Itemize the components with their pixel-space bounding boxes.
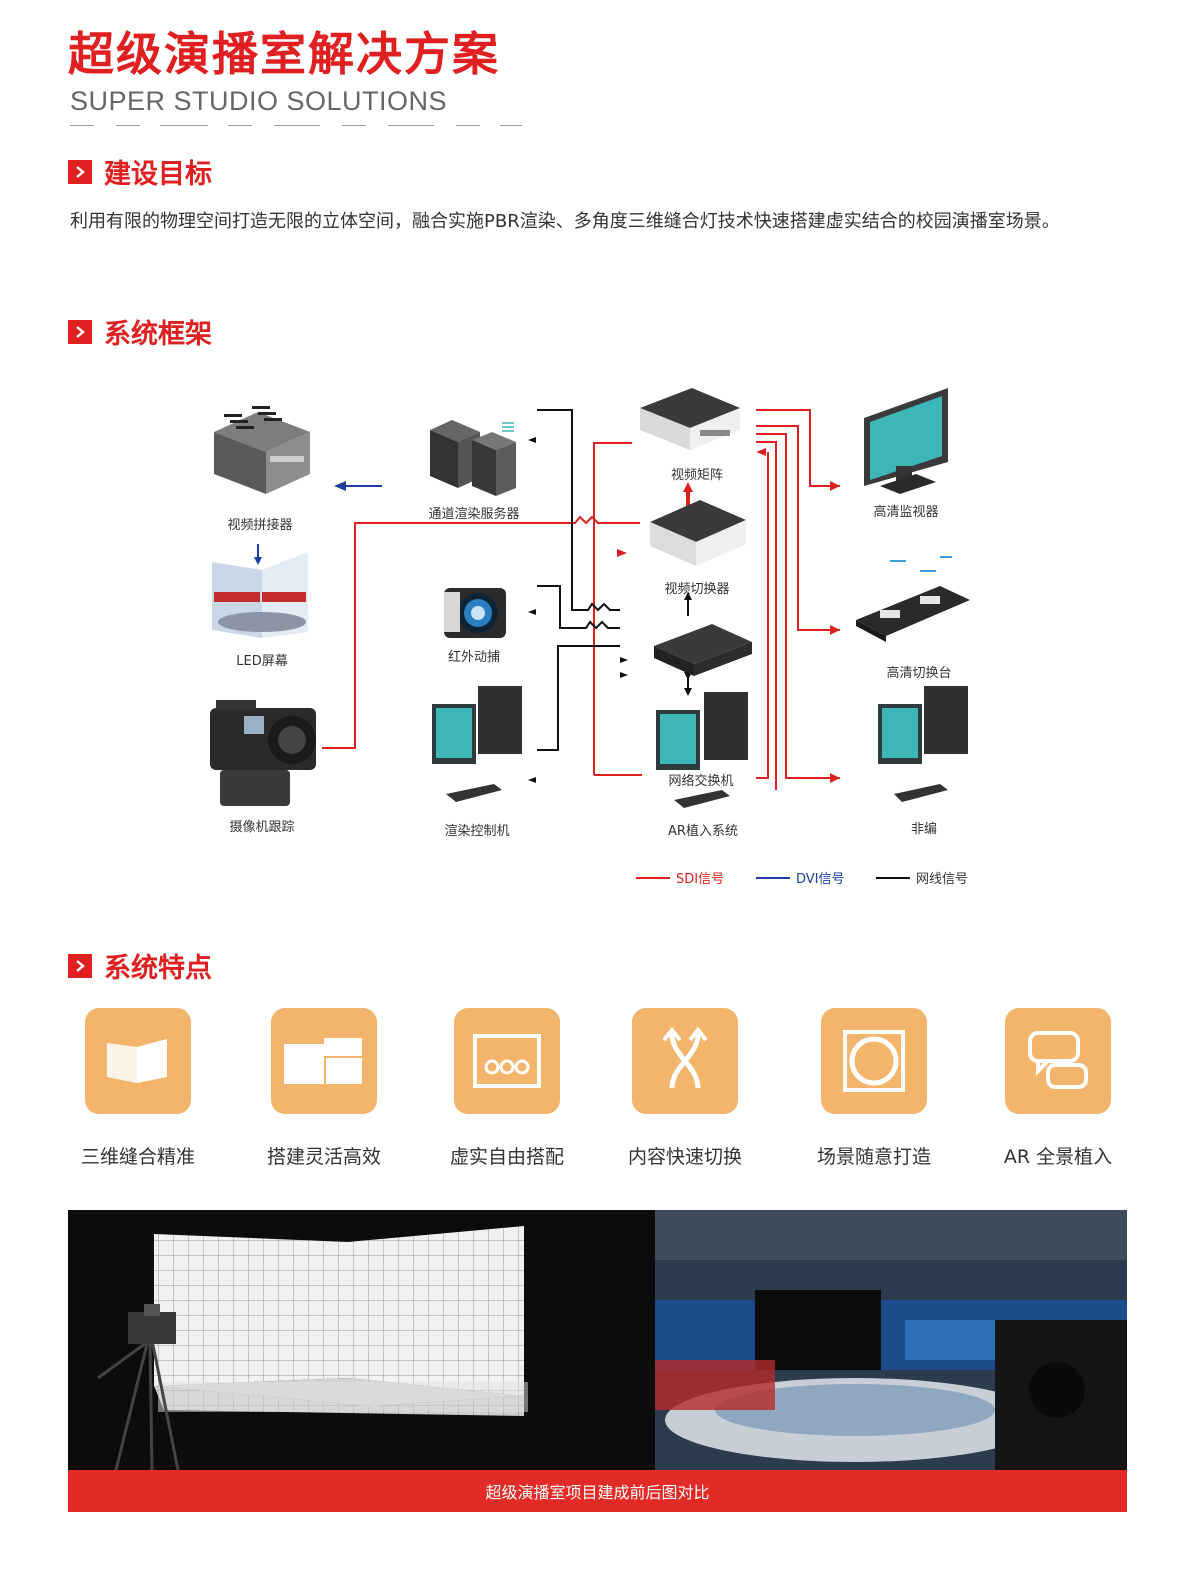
feature-item — [454, 1008, 560, 1114]
feature-item — [271, 1008, 377, 1114]
node-infrared-capture: 红外动捕 — [447, 650, 501, 665]
photo-caption: 超级演播室项目建成前后图对比 — [68, 1470, 1127, 1512]
camera-device — [210, 700, 316, 806]
sdi-arrows — [617, 448, 840, 783]
network-lines — [537, 409, 689, 751]
dvi-line — [254, 481, 382, 565]
system-framework-diagram: 视频拼接器 LED屏幕 摄像机跟踪 通道渲染服务器 红外动捕 渲染控制机 视频矩… — [0, 370, 1200, 900]
chevron-right-icon — [68, 953, 92, 978]
render-server-device — [430, 420, 516, 496]
ar-system-device — [656, 692, 748, 808]
video-stitcher-device — [214, 406, 310, 494]
page-subtitle: SUPER STUDIO SOLUTIONS — [70, 86, 448, 116]
section-goal-heading: 建设目标 — [68, 152, 212, 191]
chevron-right-icon — [68, 319, 92, 344]
network-switch-device — [654, 624, 752, 676]
sdi-lines — [322, 409, 840, 790]
node-led-screen: LED屏幕 — [236, 654, 288, 669]
chat-bubbles-icon — [1005, 1008, 1111, 1114]
nle-device — [878, 686, 968, 802]
audience-screen-icon — [454, 1008, 560, 1114]
after-photo-virtual-studio — [655, 1210, 1127, 1470]
diagram-graphics — [210, 388, 970, 808]
before-photo-green-screen-grid — [68, 1210, 655, 1470]
render-control-device — [432, 686, 522, 802]
hd-monitor-device — [864, 388, 948, 494]
infrared-capture-device — [444, 588, 506, 638]
feature-item — [1005, 1008, 1111, 1114]
node-camera-tracking: 摄像机跟踪 — [229, 820, 295, 835]
page-title: 超级演播室解决方案 — [68, 27, 500, 81]
node-network-switch: 网络交换机 — [668, 774, 734, 789]
node-hd-switch-console: 高清切换台 — [886, 666, 952, 681]
feature-label: AR 全景植入 — [1003, 1146, 1113, 1168]
section-features-heading: 系统特点 — [68, 946, 212, 985]
video-switcher-device — [650, 500, 746, 566]
node-render-control: 渲染控制机 — [444, 824, 510, 839]
crossing-arrows-icon — [632, 1008, 738, 1114]
chevron-right-icon — [68, 159, 92, 184]
stacked-blocks-icon — [271, 1008, 377, 1114]
legend-network: 网线信号 — [876, 868, 968, 887]
dashed-divider — [70, 125, 522, 127]
feature-item — [821, 1008, 927, 1114]
feature-label: 场景随意打造 — [816, 1146, 932, 1168]
feature-list: 三维缝合精准 搭建灵活高效 虚实自由搭配 内容快速切换 场景随意打造 AR 全景… — [0, 1008, 1200, 1168]
hd-switch-console-device — [856, 556, 970, 642]
video-matrix-device — [640, 388, 740, 450]
section-framework-heading: 系统框架 — [68, 312, 212, 351]
node-video-switcher: 视频切换器 — [664, 582, 730, 597]
node-ar-system: AR植入系统 — [668, 824, 738, 839]
feature-item — [85, 1008, 191, 1114]
node-hd-monitor: 高清监视器 — [873, 505, 939, 520]
before-after-photos: 超级演播室项目建成前后图对比 — [68, 1210, 1127, 1512]
feature-label: 内容快速切换 — [627, 1146, 743, 1168]
feature-item — [632, 1008, 738, 1114]
feature-label: 三维缝合精准 — [80, 1146, 196, 1168]
led-screen-device — [212, 552, 308, 638]
legend-dvi: DVI信号 — [756, 868, 845, 887]
goal-description: 利用有限的物理空间打造无限的立体空间，融合实施PBR渲染、多角度三维缝合灯技术快… — [70, 211, 1060, 232]
section-goal-label: 建设目标 — [104, 159, 212, 190]
framed-circle-icon — [821, 1008, 927, 1114]
section-features-label: 系统特点 — [104, 953, 212, 984]
feature-label: 搭建灵活高效 — [266, 1146, 382, 1168]
node-render-server: 通道渲染服务器 — [428, 507, 520, 522]
feature-label: 虚实自由搭配 — [449, 1146, 565, 1168]
legend-sdi: SDI信号 — [636, 868, 724, 887]
node-video-matrix: 视频矩阵 — [670, 468, 724, 483]
network-arrows — [528, 437, 692, 783]
section-framework-label: 系统框架 — [104, 319, 212, 350]
node-nle: 非编 — [910, 822, 938, 837]
node-video-stitcher: 视频拼接器 — [227, 518, 293, 533]
folded-panel-icon — [85, 1008, 191, 1114]
